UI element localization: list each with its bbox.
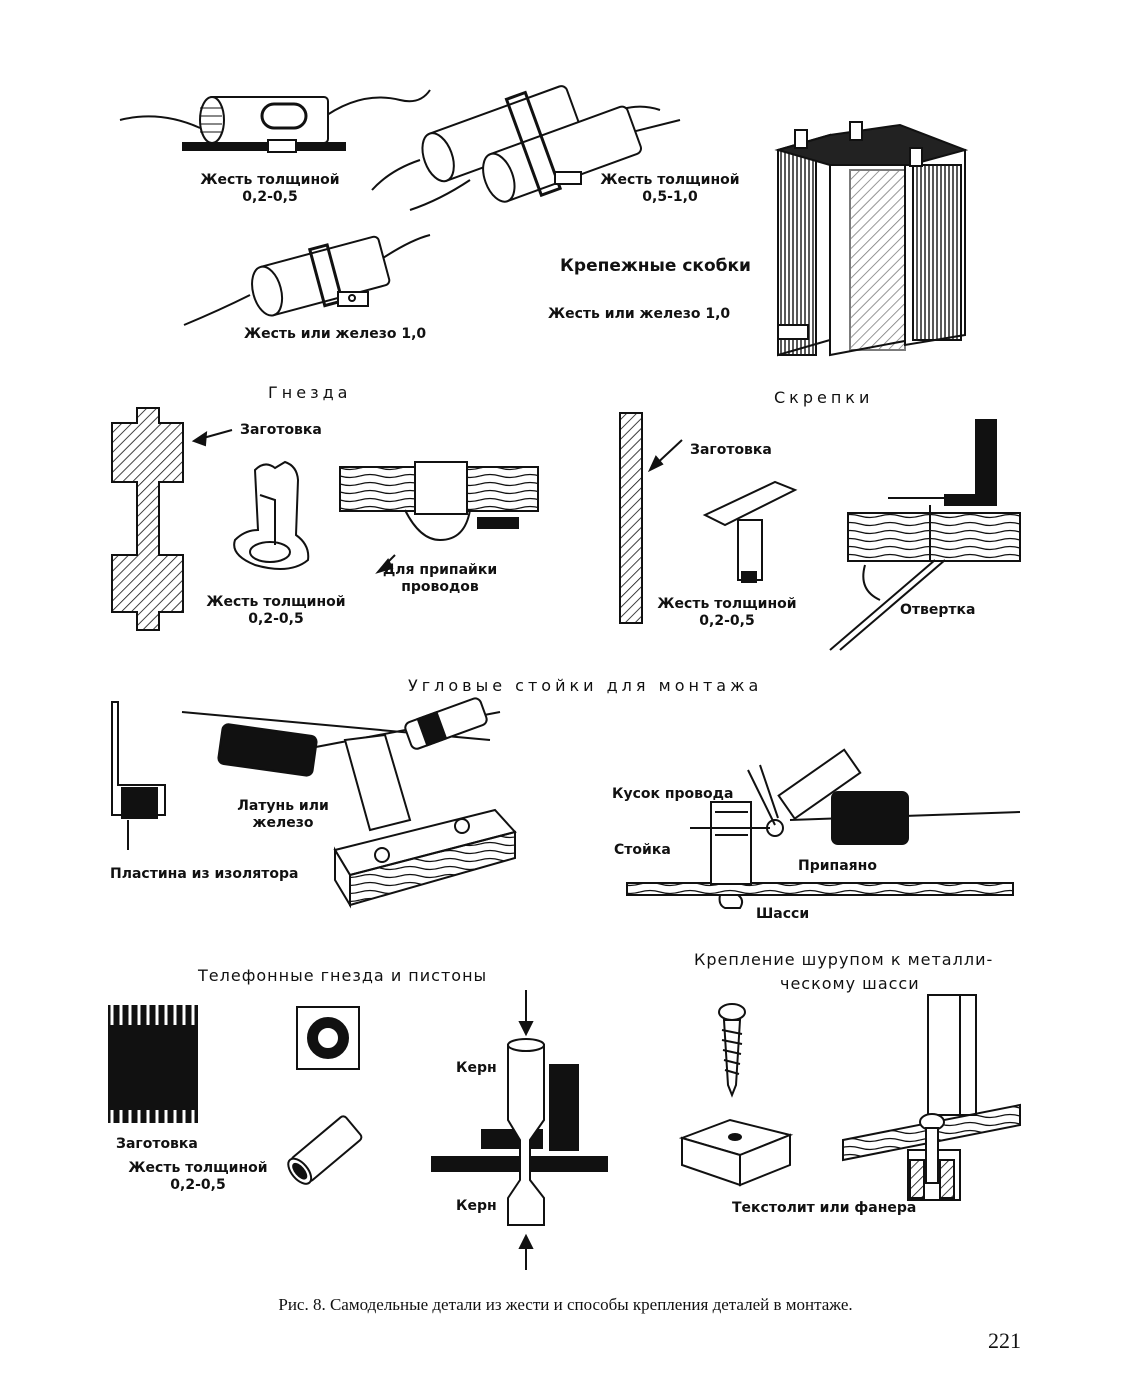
label-text: Жесть толщиной: [600, 172, 740, 188]
capacitor-pair-figure: [371, 85, 681, 211]
page-number: 221: [988, 1328, 1021, 1353]
jack-washer-figure: [296, 1006, 360, 1070]
resistor-clamp-figure-2: [183, 234, 431, 326]
label-punch-bottom: Керн: [456, 1198, 497, 1214]
post-plate-figure: [111, 701, 166, 850]
heading-screw-mount-1: Крепление шурупом к металли-: [694, 950, 994, 969]
label-text-2: проводов: [401, 579, 479, 595]
socket-part-figure: [233, 460, 310, 570]
label-for-soldering: Для припайки проводов: [380, 562, 500, 596]
label-text: Жесть толщиной: [128, 1160, 268, 1176]
label-text: Жесть толщиной: [206, 594, 346, 610]
label-value: 0,2-0,5: [170, 1177, 226, 1193]
block-capacitors-figure: [774, 121, 969, 357]
heading-phone-jacks: Телефонные гнезда и пистоны: [198, 966, 488, 985]
socket-wood-figure: [339, 461, 539, 574]
label-tin-thickness-2: Жесть толщиной 0,5-1,0: [590, 172, 750, 206]
post-chassis-figure: [626, 748, 1021, 909]
label-punch-top: Керн: [456, 1060, 497, 1076]
clip-blank-figure: [619, 412, 683, 624]
label-tin-thickness-1: Жесть толщиной 0,2-0,5: [190, 172, 350, 206]
screw-figure: [718, 1003, 746, 1098]
label-value: 0,2-0,5: [248, 611, 304, 627]
label-brackets-material: Жесть или железо 1,0: [548, 306, 731, 322]
label-wire-piece: Кусок провода: [612, 786, 734, 802]
label-jack-blank: Заготовка: [116, 1136, 198, 1152]
socket-blank-figure: [111, 407, 233, 631]
chassis-mount-figure: [842, 994, 1021, 1201]
label-insulator-plate: Пластина из изолятора: [110, 866, 299, 882]
label-socket-blank: Заготовка: [240, 422, 322, 438]
clip-wood-figure: [829, 419, 1021, 651]
label-brass-or-iron: Латунь или железо: [228, 798, 338, 832]
label-text-2: железо: [252, 815, 314, 831]
clip-part-figure: [702, 480, 798, 583]
heading-sockets: Гнезда: [268, 383, 352, 402]
label-chassis: Шасси: [756, 906, 810, 922]
heading-corner-posts: Угловые стойки для монтажа: [408, 676, 763, 695]
label-post: Стойка: [614, 842, 671, 858]
label-value: 0,2-0,5: [699, 613, 755, 629]
heading-brackets: Крепежные скобки: [560, 256, 751, 276]
label-text: Жесть толщиной: [200, 172, 340, 188]
resistor-clamp-figure-1: [119, 89, 431, 153]
label-clip-blank: Заготовка: [690, 442, 772, 458]
label-value: 0,2-0,5: [242, 189, 298, 205]
jack-punch-figure: [431, 990, 608, 1270]
figure-caption: Рис. 8. Самодельные детали из жести и сп…: [278, 1295, 853, 1314]
label-socket-tin: Жесть толщиной 0,2-0,5: [196, 594, 356, 628]
heading-clips: Скрепки: [774, 388, 874, 407]
label-text: Латунь или: [237, 798, 329, 814]
label-textolite-or-plywood: Текстолит или фанера: [732, 1200, 917, 1216]
label-tin-or-iron: Жесть или железо 1,0: [244, 326, 427, 342]
post-bracket-figure: [181, 697, 517, 909]
label-text: Для припайки: [382, 562, 498, 578]
jack-tube-figure: [287, 1115, 363, 1185]
label-text: Жесть толщиной: [657, 596, 797, 612]
label-clip-tin: Жесть толщиной 0,2-0,5: [652, 596, 802, 630]
label-value: 0,5-1,0: [642, 189, 698, 205]
label-jack-tin: Жесть толщиной 0,2-0,5: [118, 1160, 278, 1194]
label-soldered: Припаяно: [798, 858, 877, 874]
textolite-block-figure: [678, 1118, 794, 1187]
heading-screw-mount-2: ческому шасси: [780, 974, 920, 993]
label-screwdriver: Отвертка: [900, 602, 976, 618]
jack-blank-figure: [108, 1005, 198, 1123]
